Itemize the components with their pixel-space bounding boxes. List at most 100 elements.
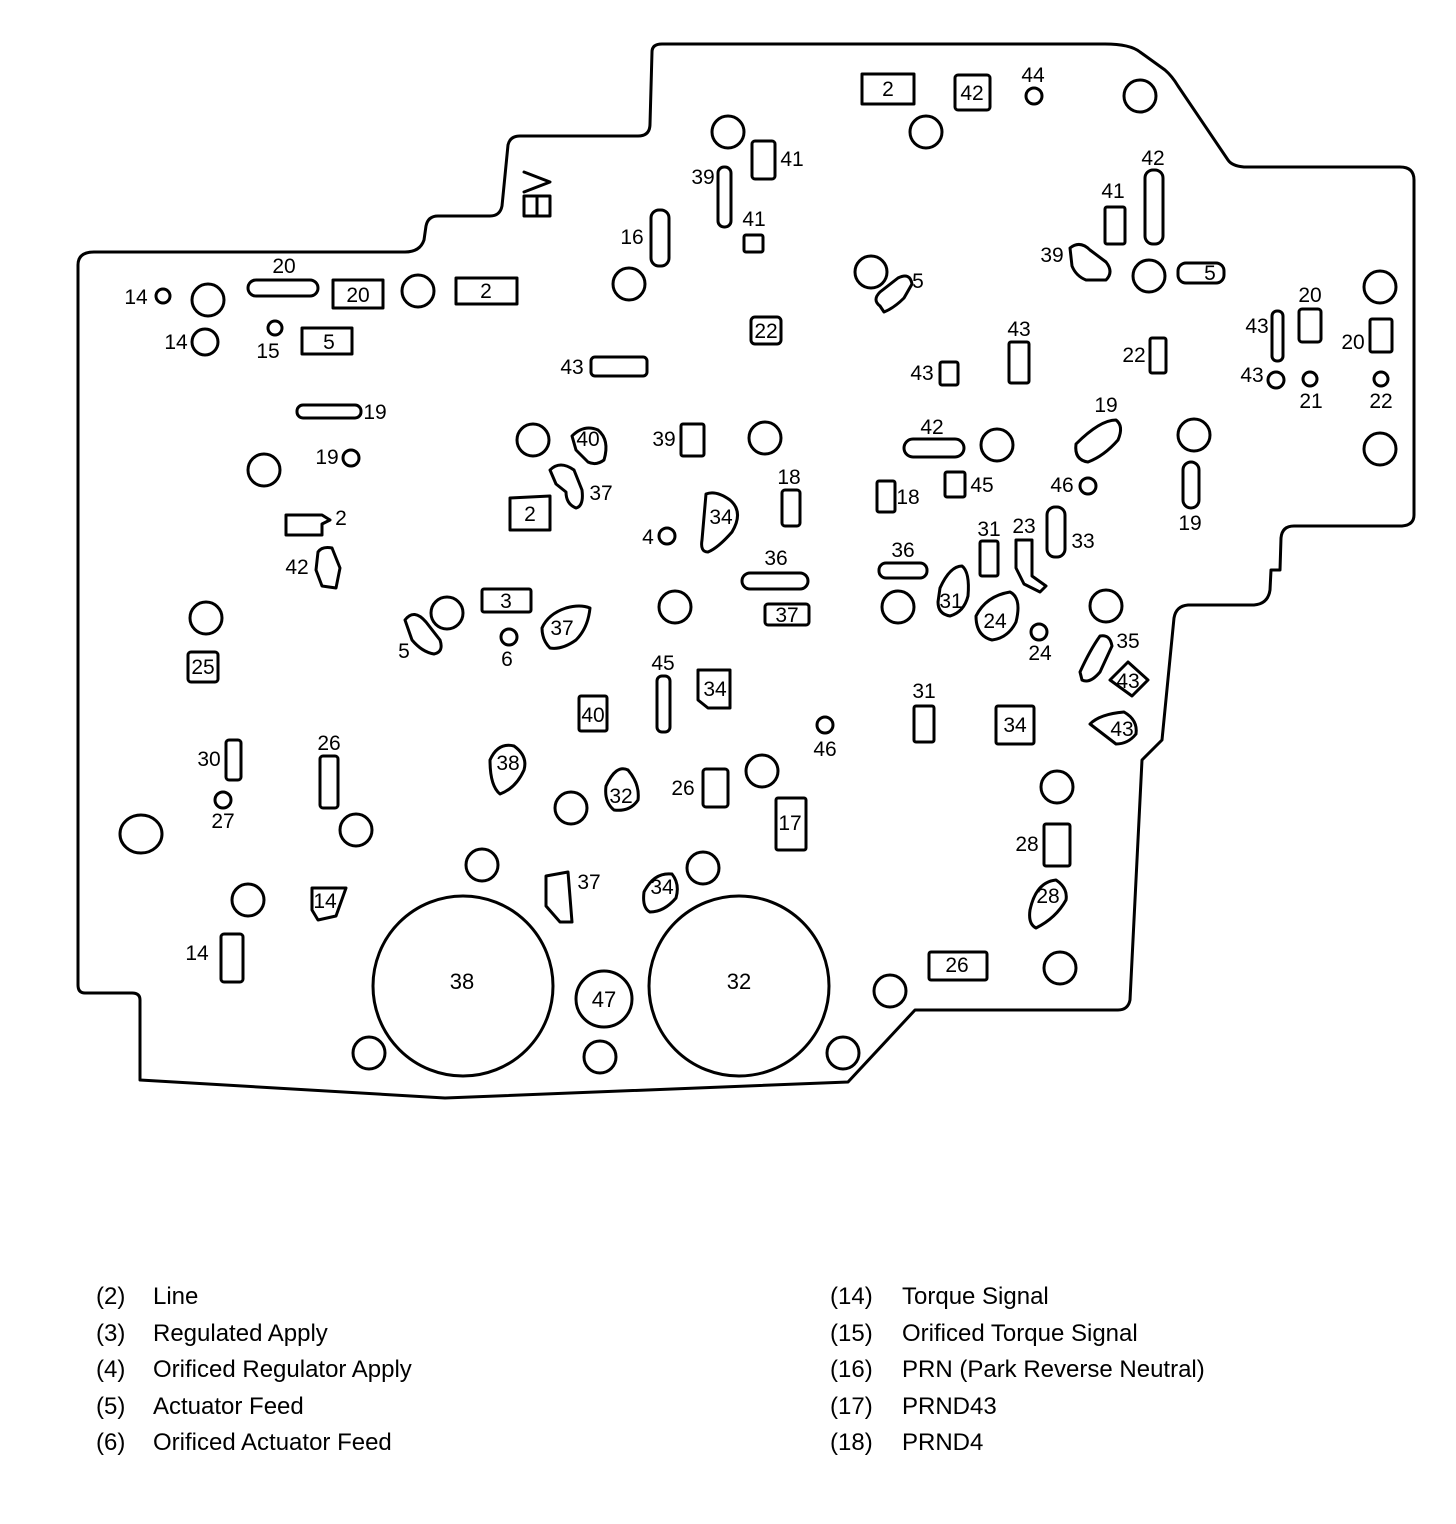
label-2: 2 [335,507,347,530]
legend-item: (3) Regulated Apply [96,1320,412,1357]
bore-47 [574,969,634,1029]
label-31: 31 [939,590,962,613]
label-14: 14 [124,286,148,309]
label-30: 30 [197,748,220,771]
legend-number: (2) [96,1283,126,1310]
label-31: 31 [977,518,1000,541]
label-40: 40 [576,428,599,451]
label-19: 19 [363,401,386,424]
bolt-holes [118,78,1398,1075]
passage-labels: AB 2 42 44 41 39 41 16 42 41 39 5 5 20 2… [124,64,1392,1012]
bore-38-large [371,894,555,1078]
label-26: 26 [945,954,968,977]
label-20: 20 [1341,331,1364,354]
label-4: 4 [642,526,654,549]
legend-left-column: (2) Line (3) Regulated Apply (4) Orificed R… [96,1283,412,1466]
label-41: 41 [1101,180,1124,203]
label-37: 37 [577,871,600,894]
label-47: 47 [592,987,616,1012]
legend-number: (16) [830,1356,873,1384]
label-43: 43 [560,356,583,379]
legend-label: PRND4 [902,1429,984,1457]
legend-number: (6) [96,1429,126,1457]
label-37: 37 [550,617,573,640]
label-46: 46 [813,738,836,761]
legend-label: Actuator Feed [153,1392,304,1420]
label-34: 34 [650,876,674,899]
label-28: 28 [1015,833,1038,856]
passage-shapes [284,243,1150,930]
legend-label: Torque Signal [902,1283,1049,1310]
legend-item: (6)Orificed Actuator Feed [96,1429,412,1466]
label-20: 20 [272,255,295,278]
valve-body-spacer-plate-diagram: AB 2 42 44 41 39 41 16 42 41 39 5 5 20 2… [76,42,1416,1100]
label-41: 41 [742,208,765,231]
label-22: 22 [1122,344,1145,367]
label-20: 20 [346,284,369,307]
legend-number: (4) [96,1356,126,1384]
label-17: 17 [778,812,801,835]
legend-number: (15) [830,1319,873,1347]
label-2: 2 [882,78,894,101]
label-42: 42 [1141,147,1164,170]
label-46: 46 [1050,474,1073,497]
legend-item: (2) Line [96,1283,412,1320]
label-19: 19 [1178,512,1201,535]
legend-item: (4) Orificed Regulator Apply [96,1356,412,1393]
label-45: 45 [970,474,993,497]
passage-slots [186,72,1394,984]
label-24: 24 [983,610,1007,633]
legend-number: (17) [830,1392,873,1420]
legend-number: (18) [830,1429,873,1457]
legend-label: Line [153,1283,199,1310]
label-35: 35 [1116,630,1139,653]
label-14: 14 [185,942,209,965]
label-39: 39 [691,166,714,189]
label-43: 43 [1116,670,1139,693]
label-34: 34 [703,678,727,701]
label-26: 26 [671,777,694,800]
label-38-large: 38 [450,969,474,994]
legend-number: (3) [96,1319,126,1347]
label-14: 14 [313,890,337,913]
label-40: 40 [581,704,604,727]
label-6: 6 [501,648,513,671]
label-34: 34 [1003,714,1027,737]
label-45: 45 [651,652,674,675]
label-42: 42 [920,416,943,439]
legend-item: (18) PRND4 [830,1429,1205,1466]
label-43: 43 [1240,364,1263,387]
label-36: 36 [891,539,914,562]
legend-label: Orificed Regulator Apply [153,1356,412,1384]
label-43: 43 [910,362,933,385]
label-42: 42 [285,556,308,579]
label-19: 19 [1094,394,1117,417]
legend-item: (14)Torque Signal [830,1283,1205,1320]
label-38: 38 [496,752,519,775]
label-5: 5 [398,640,410,663]
label-26: 26 [317,732,340,755]
label-39: 39 [1040,244,1063,267]
legend-label: PRND43 [902,1392,997,1420]
label-36: 36 [764,547,787,570]
label-39: 39 [652,428,675,451]
label-33: 33 [1071,530,1094,553]
label-25: 25 [191,656,214,679]
label-44: 44 [1021,64,1045,87]
label-18: 18 [896,486,919,509]
bore-32-large [647,894,831,1078]
legend-label: Regulated Apply [153,1319,328,1347]
label-20: 20 [1298,284,1321,307]
ab-mark-a [522,170,552,194]
legend-item: (17) PRND43 [830,1393,1205,1430]
label-18: 18 [777,466,800,489]
label-37: 37 [589,482,612,505]
label-15: 15 [256,340,279,363]
orifice-holes [154,86,1390,810]
label-43: 43 [1007,318,1030,341]
label-16: 16 [620,226,643,249]
legend-item: (15) Orificed Torque Signal [830,1320,1205,1357]
legend-label: Orificed Torque Signal [902,1319,1138,1347]
label-2: 2 [480,280,492,303]
legend-label: PRN (Park Reverse Neutral) [902,1356,1205,1384]
